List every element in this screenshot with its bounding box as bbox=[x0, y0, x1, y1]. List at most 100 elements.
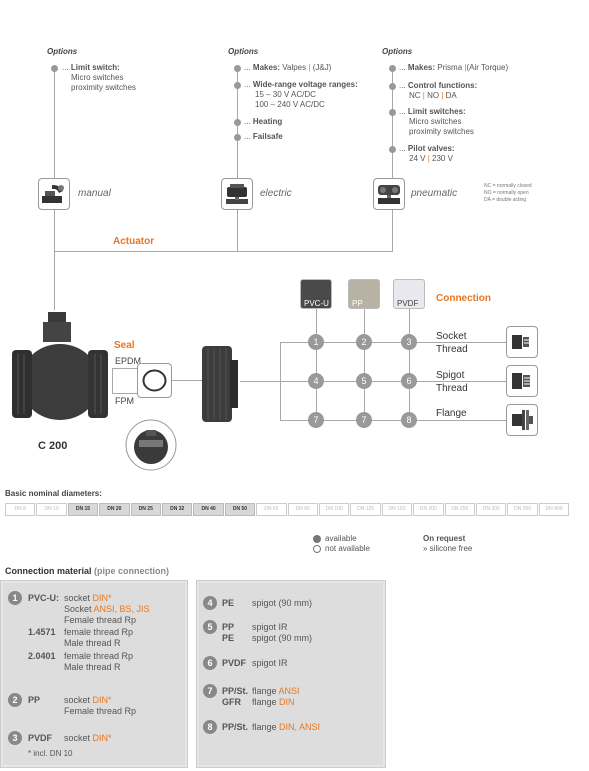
mat-14571: 1.4571 bbox=[28, 627, 56, 637]
manual-actuator-box[interactable] bbox=[38, 178, 70, 210]
diameter-cell: DN 15 bbox=[67, 503, 99, 516]
electric-actuator-box[interactable] bbox=[221, 178, 253, 210]
connector-line bbox=[392, 66, 393, 182]
diameters-title: Basic nominal diameters: bbox=[5, 489, 102, 498]
mat-desc: Female thread Rp bbox=[64, 706, 137, 716]
option-bullet bbox=[389, 83, 396, 90]
material-num-6: 6 bbox=[203, 656, 217, 670]
seal-line bbox=[112, 368, 137, 369]
mat-pp: PP bbox=[28, 695, 41, 705]
material-num-5: 5 bbox=[203, 620, 217, 634]
grid-line bbox=[280, 381, 506, 382]
option-control: ... Control functions: bbox=[399, 81, 478, 90]
mat-desc: socket DIN* bbox=[64, 593, 112, 603]
panel-inner bbox=[199, 583, 383, 765]
option-failsafe: ... Failsafe bbox=[244, 132, 283, 141]
grid-line bbox=[316, 309, 317, 421]
option-bullet bbox=[234, 119, 241, 126]
row-label-socket: Socket Thread bbox=[436, 331, 468, 355]
option-detail: Micro switches bbox=[409, 117, 462, 126]
mat-desc: flange ANSI bbox=[252, 686, 300, 696]
mat-pe: PE bbox=[222, 598, 235, 608]
options-heading-1: Options bbox=[47, 47, 78, 56]
actuator-electric-label: electric bbox=[260, 188, 292, 199]
option-control-values: NC | NO | DA bbox=[409, 91, 457, 100]
option-pilot: ... Pilot valves: bbox=[399, 144, 455, 153]
seal-fpm: FPM bbox=[115, 396, 134, 406]
mat-pvdf: PVDF bbox=[28, 733, 53, 743]
option-limit: ... Limit switches: bbox=[399, 107, 466, 116]
mat-desc: spigot (90 mm) bbox=[252, 598, 313, 608]
material-num-4: 4 bbox=[203, 596, 217, 610]
flange-connector-box[interactable] bbox=[506, 404, 538, 436]
connector-line bbox=[54, 210, 55, 310]
connection-node-6[interactable]: 6 bbox=[401, 373, 417, 389]
material-num-1: 1 bbox=[8, 591, 22, 605]
option-heating: ... Heating bbox=[244, 117, 283, 126]
connection-title: Connection bbox=[436, 293, 491, 304]
connection-node-5[interactable]: 5 bbox=[356, 373, 372, 389]
connector-line bbox=[237, 210, 238, 252]
diameter-cell: DN 8 bbox=[5, 503, 36, 516]
hand-lever-icon bbox=[42, 185, 64, 203]
option-voltage: ... Wide-range voltage ranges: bbox=[244, 80, 358, 89]
option-detail: proximity switches bbox=[71, 83, 136, 92]
diameter-cell: DN 350 bbox=[507, 503, 538, 516]
connection-node-2[interactable]: 2 bbox=[356, 334, 372, 350]
option-bullet bbox=[389, 109, 396, 116]
diameter-cell: DN 80 bbox=[287, 503, 318, 516]
pneumatic-actuator-icon bbox=[378, 185, 400, 204]
conn-material-title: Connection material (pipe connection) bbox=[5, 566, 170, 576]
mat-desc: female thread Rp bbox=[64, 651, 134, 661]
connection-node-7[interactable]: 7 bbox=[308, 412, 324, 428]
diameter-cell: DN 50 bbox=[224, 503, 256, 516]
available-dot-icon bbox=[313, 535, 321, 543]
pneumatic-actuator-box[interactable] bbox=[373, 178, 405, 210]
material-pvdf-box[interactable]: PVDF bbox=[393, 279, 425, 309]
actuator-pneumatic-label: pneumatic bbox=[411, 188, 458, 199]
grid-line bbox=[280, 342, 281, 421]
mat-desc: female thread Rp bbox=[64, 627, 134, 637]
connector-line bbox=[392, 210, 393, 252]
mat-desc: Female thread Rp bbox=[64, 615, 137, 625]
connection-node-8[interactable]: 8 bbox=[401, 412, 417, 428]
seal-ring-box bbox=[137, 363, 172, 398]
diameter-cell: DN 250 bbox=[444, 503, 475, 516]
mat-desc: Male thread R bbox=[64, 638, 121, 648]
mat-pe: PE bbox=[222, 633, 235, 643]
seal-epdm: EPDM bbox=[115, 356, 142, 366]
connection-node-4[interactable]: 4 bbox=[308, 373, 324, 389]
connection-node-3[interactable]: 3 bbox=[401, 334, 417, 350]
option-pilot-values: 24 V | 230 V bbox=[409, 154, 453, 163]
option-bullet bbox=[389, 65, 396, 72]
option-limit-switch: ... Limit switch: bbox=[62, 63, 120, 72]
connection-node-1[interactable]: 1 bbox=[308, 334, 324, 350]
spigot-connector-box[interactable] bbox=[506, 365, 538, 397]
material-num-8: 8 bbox=[203, 720, 217, 734]
grid-line bbox=[409, 309, 410, 421]
diameter-cell: DN 25 bbox=[130, 503, 161, 516]
mat-desc: socket DIN* bbox=[64, 733, 112, 743]
material-num-3: 3 bbox=[8, 731, 22, 745]
actuator-title: Actuator bbox=[113, 236, 155, 247]
connection-node-7b[interactable]: 7 bbox=[356, 412, 372, 428]
socket-connector-box[interactable] bbox=[506, 326, 538, 358]
grid-line bbox=[280, 342, 506, 343]
grid-line bbox=[364, 309, 365, 421]
mat-20401: 2.0401 bbox=[28, 651, 56, 661]
material-pp-box[interactable]: PP bbox=[348, 279, 380, 309]
diameter-cell: DN 150 bbox=[381, 503, 413, 516]
row-label-spigot: Spigot Thread bbox=[436, 370, 468, 394]
mat-ppst: PP/St. bbox=[222, 686, 249, 696]
mat-desc: socket DIN* bbox=[64, 695, 112, 705]
mat-desc: spigot (90 mm) bbox=[252, 633, 313, 643]
union-connector bbox=[240, 381, 280, 382]
material-pvcu-box[interactable]: PVC-U bbox=[300, 279, 332, 309]
diameter-cell: DN 125 bbox=[350, 503, 381, 516]
material-num-7: 7 bbox=[203, 684, 217, 698]
option-bullet bbox=[51, 65, 58, 72]
mat-gfr: GFR bbox=[222, 697, 241, 707]
valve-name: C 200 bbox=[38, 440, 68, 452]
not-available-dot-icon bbox=[313, 545, 321, 553]
footnote: * incl. DN 10 bbox=[28, 749, 73, 758]
